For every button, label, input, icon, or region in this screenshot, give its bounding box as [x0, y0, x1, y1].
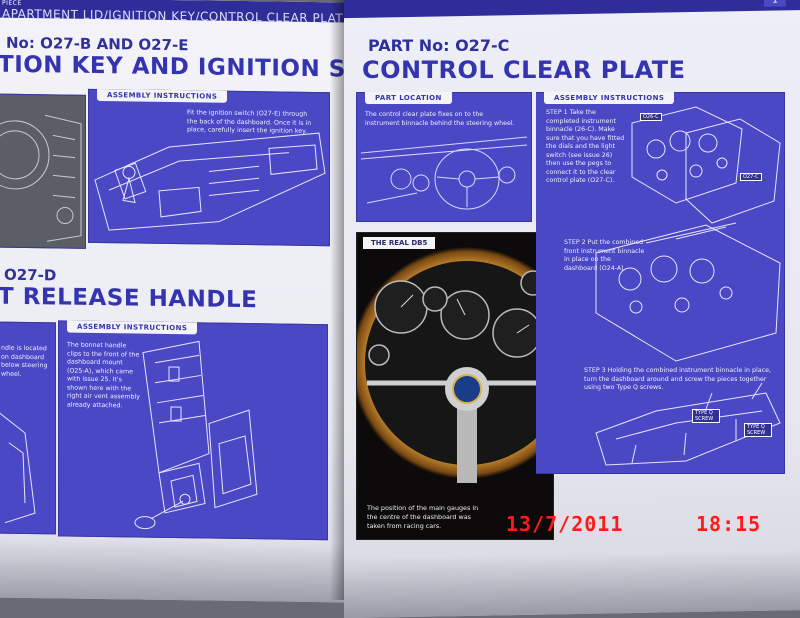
page-number: 1: [764, 0, 786, 7]
part-location-tab: PART LOCATION: [365, 92, 452, 104]
ignition-switch-drawing: [94, 132, 326, 231]
real-db5-photo: THE REAL DB5 The position of the main ga…: [351, 232, 583, 540]
dashboard-illustration: [0, 93, 86, 249]
steering-wheel-photo: [351, 233, 583, 539]
running-header-left: PIECE APARTMENT LID/IGNITION KEY/CONTROL…: [0, 0, 346, 23]
bonnet-assembly-panel: ASSEMBLY INSTRUCTIONS The bonnet handle …: [58, 320, 328, 541]
location-panel-left: ndle is located on dashboard below steer…: [0, 321, 56, 535]
running-header-right: [344, 0, 800, 19]
binnacle-assembly-drawing: [595, 106, 781, 466]
steering-wheel-drawing: [0, 412, 36, 524]
page-shadow-right: [344, 549, 800, 618]
clear-plate-assembly-tab: ASSEMBLY INSTRUCTIONS: [544, 92, 675, 104]
step-3-text: STEP 3 Holding the combined instrument b…: [584, 367, 771, 391]
page-shadow-left: [0, 537, 346, 603]
dashboard-location-drawing: [360, 136, 528, 210]
tag-o27c: O27-C: [740, 173, 762, 181]
step-1-text: STEP 1 Take the completed instrument bin…: [546, 109, 625, 184]
tag-o26c: O26-C: [640, 113, 662, 121]
clear-plate-assembly-panel: ASSEMBLY INSTRUCTIONS STEP 1 Take the co…: [536, 92, 785, 474]
top-heading: TION KEY AND IGNITION SWITCH: [0, 51, 346, 84]
dashboard-drawing: [0, 114, 82, 242]
tag-type-q-screw-2: TYPE Q SCREW: [744, 423, 772, 437]
bonnet-handle-drawing: [134, 340, 258, 530]
part-location-panel: PART LOCATION The control clear plate fi…: [356, 92, 532, 222]
bottom-heading: T RELEASE HANDLE: [0, 283, 258, 314]
ignition-assembly-panel: ASSEMBLY INSTRUCTIONS Fit the ignition s…: [88, 88, 330, 247]
real-db5-tab: THE REAL DB5: [363, 237, 436, 249]
photo-caption: The position of the main gauges in the c…: [367, 504, 479, 530]
tag-type-q-screw-1: TYPE Q SCREW: [692, 409, 720, 423]
date-stamp: 13/7/2011: [506, 512, 624, 536]
left-page: PIECE APARTMENT LID/IGNITION KEY/CONTROL…: [0, 0, 346, 603]
right-part-number: PART No: O27-C: [368, 36, 510, 55]
right-heading: CONTROL CLEAR PLATE: [362, 56, 686, 84]
bottom-part-number: O27-D: [4, 265, 57, 285]
time-stamp: 18:15: [696, 512, 762, 536]
part-location-text: The control clear plate fixes on to the …: [365, 111, 515, 127]
